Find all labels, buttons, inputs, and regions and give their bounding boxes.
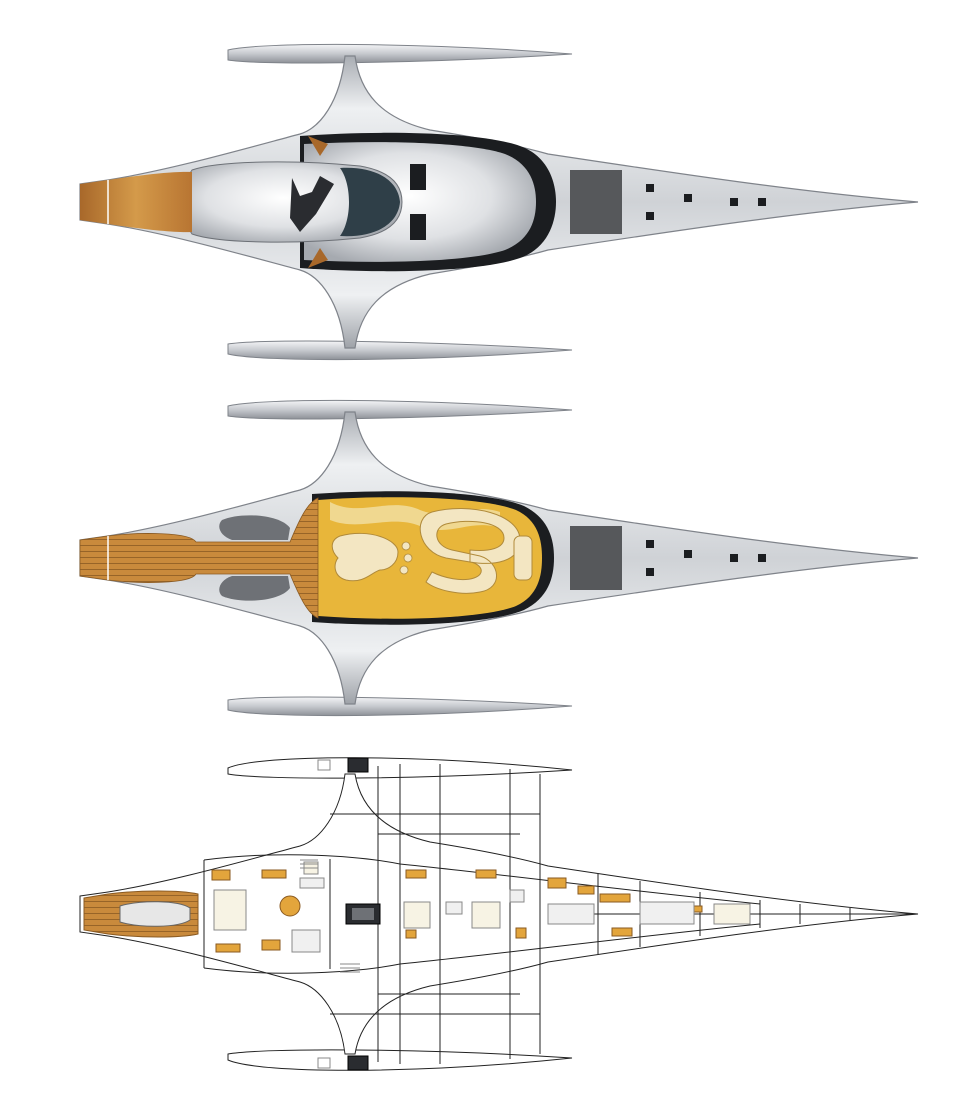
helm-console — [513, 535, 533, 581]
deck-hatch — [758, 198, 766, 206]
crew-bunk — [639, 901, 695, 925]
bench-accent — [308, 136, 328, 156]
deck-hatch — [646, 184, 654, 192]
helm-seat — [290, 176, 334, 232]
cabinet — [261, 869, 287, 879]
starboard-float — [227, 43, 573, 64]
float-hatch — [317, 1057, 331, 1069]
dining-chair — [403, 553, 413, 563]
starboard-float — [227, 399, 573, 420]
galley-unit — [291, 929, 321, 953]
deck-hatch — [730, 198, 738, 206]
deck-hatch — [758, 554, 766, 562]
deck-hatch — [646, 212, 654, 220]
cabinet — [547, 877, 567, 889]
port-float — [227, 696, 573, 717]
deck-plan-view — [79, 399, 919, 717]
cabinet — [215, 943, 241, 953]
bench-accent — [308, 248, 328, 268]
roof-hatch — [410, 214, 426, 240]
stairs — [300, 859, 360, 973]
dining-chair — [401, 541, 411, 551]
toilet — [509, 889, 525, 903]
cabinet — [577, 885, 595, 895]
salon-rug — [330, 502, 500, 530]
float-engine — [347, 1055, 369, 1071]
cabinet — [405, 869, 427, 879]
cockpit-pad — [219, 515, 290, 540]
cabinet — [211, 869, 231, 881]
inner-hull-line — [203, 854, 761, 974]
deck-hatch — [730, 554, 738, 562]
deck-hatch — [646, 568, 654, 576]
deck-hatch — [646, 540, 654, 548]
solar-panel — [570, 170, 622, 234]
cabinet — [515, 927, 527, 939]
cockpit-pad — [219, 576, 290, 601]
cabinet — [599, 893, 631, 903]
teak-walkway — [79, 497, 319, 619]
aft-teak-deck — [80, 171, 192, 233]
guest-bed — [403, 901, 431, 929]
cabinet — [261, 939, 281, 951]
dining-table — [331, 532, 399, 582]
port-float — [227, 340, 573, 361]
cabinet — [475, 869, 497, 879]
deck-hatch — [684, 550, 692, 558]
dining-chair — [399, 565, 409, 575]
crew-bunk — [547, 903, 595, 925]
tender — [119, 901, 191, 927]
roof-hatch — [410, 164, 426, 190]
helm-window — [340, 167, 400, 237]
float-engine — [347, 757, 369, 773]
interior-layout-view — [79, 757, 919, 1071]
cabinet — [405, 929, 417, 939]
cabinet — [611, 927, 633, 937]
engine-detail — [352, 908, 374, 920]
solar-panel — [570, 526, 622, 590]
exterior-top-view — [79, 43, 919, 361]
sofa — [299, 877, 325, 889]
lounge-sofa — [419, 508, 521, 594]
round-table — [279, 895, 301, 917]
forepeak — [713, 903, 751, 925]
float-hatch — [317, 759, 331, 771]
guest-bed — [471, 901, 501, 929]
toilet — [445, 901, 463, 915]
deck-hatch — [684, 194, 692, 202]
aft-bed — [213, 889, 247, 931]
